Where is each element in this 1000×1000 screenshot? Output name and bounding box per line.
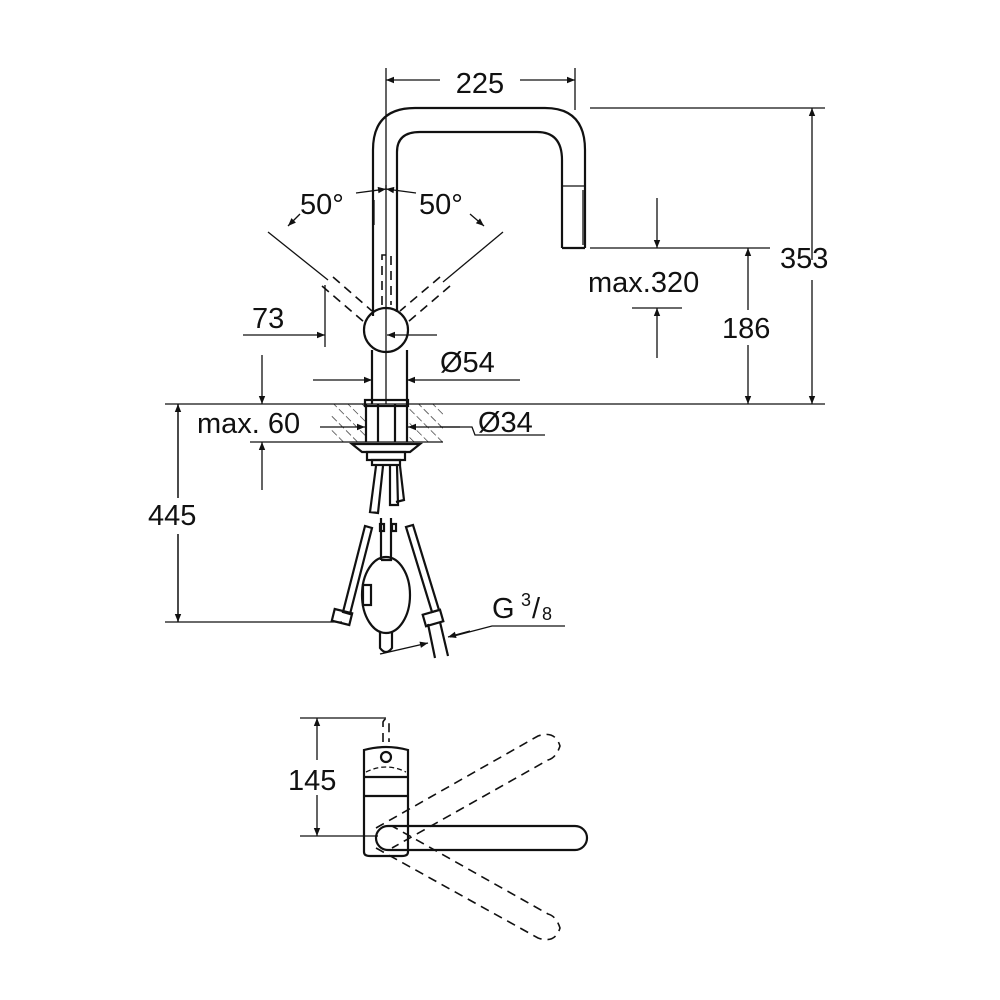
dim-max-320-label: max.320 [588, 267, 699, 299]
lever-dashed-up [375, 733, 561, 849]
under-deck-assembly [330, 442, 450, 659]
dim-max-60-label: max. 60 [197, 408, 300, 440]
lever-right-dashed [399, 276, 451, 323]
lever-dashed-down [375, 825, 561, 941]
angle-arrow-right [469, 213, 485, 227]
angle-right-label: 50° [419, 189, 463, 221]
thread-numerator: 3 [521, 590, 531, 610]
dim-145-label: 145 [288, 765, 336, 797]
dim-max-60: max. 60 [197, 355, 365, 490]
angle-arrow-left [287, 213, 301, 227]
faucet-top-view: 145 [288, 717, 589, 941]
faucet-side-view: 50° 50° [267, 106, 587, 404]
dim-54: Ø54 [313, 347, 520, 384]
thread-denominator: 8 [542, 604, 552, 624]
lever-handle [374, 824, 589, 852]
dim-34: Ø34 [408, 407, 545, 439]
thread-g-label: G [492, 593, 515, 625]
dim-73-label: 73 [252, 303, 284, 335]
angle-arrow-center-right [385, 186, 417, 194]
thread-slash: / [532, 593, 541, 625]
faucet-body [370, 350, 409, 404]
dim-height: 353 186 max.320 [588, 107, 828, 404]
dim-73: 73 [243, 285, 437, 347]
dim-445: 445 [148, 404, 342, 623]
spout-inner [395, 130, 564, 312]
spout-outer [371, 106, 587, 316]
dim-445-label: 445 [148, 500, 196, 532]
dim-54-label: Ø54 [440, 347, 495, 379]
dim-353-label: 353 [780, 243, 828, 275]
lever-left-dashed [321, 276, 373, 323]
spout-hidden-line [381, 254, 392, 305]
dim-225-label: 225 [456, 68, 504, 100]
angle-arrow-center-left [355, 186, 387, 194]
dim-186-label: 186 [722, 313, 770, 345]
countertop [165, 398, 825, 443]
dim-225: 225 [385, 68, 576, 190]
dim-34-label: Ø34 [478, 407, 533, 439]
angle-line-left [267, 231, 329, 281]
angle-left-label: 50° [300, 189, 344, 221]
angle-line-right [442, 231, 504, 283]
dim-g38: G 3 / 8 [379, 590, 565, 655]
